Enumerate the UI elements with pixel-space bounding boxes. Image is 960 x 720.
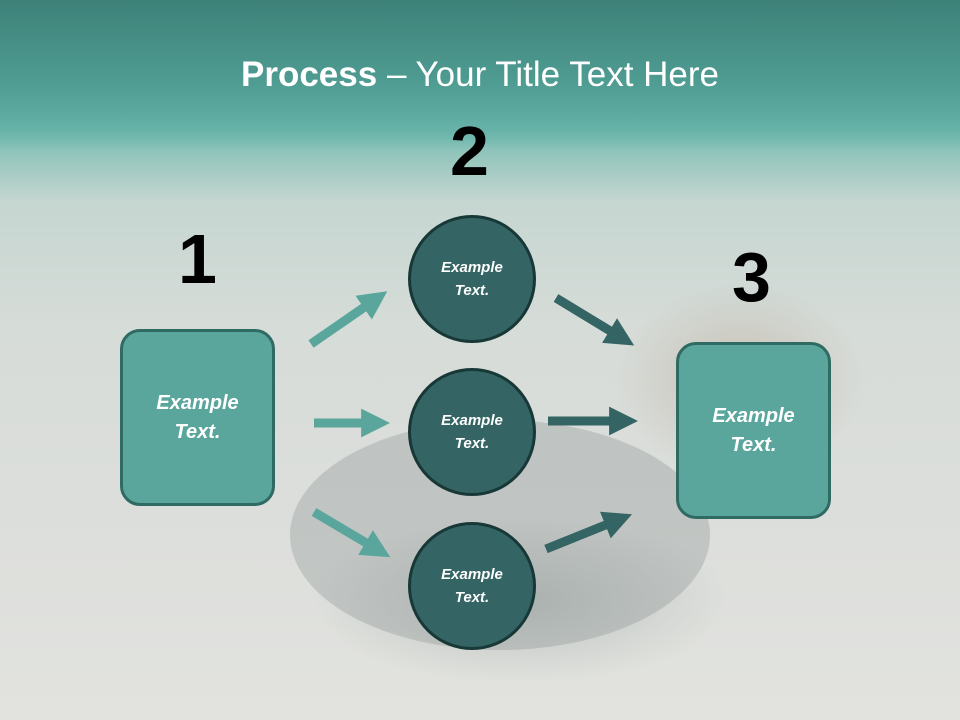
step3-box[interactable]: Example Text. [676, 342, 831, 519]
circle-middle-text: Example Text. [441, 412, 503, 452]
step2-circle-middle[interactable]: Example Text. [408, 368, 536, 496]
step2-circle-bottom[interactable]: Example Text. [408, 522, 536, 650]
title-rest: – Your Title Text Here [377, 55, 719, 94]
step-number-2: 2 [450, 112, 489, 190]
slide-title: Process – Your Title Text Here [0, 55, 960, 95]
background-sea [0, 0, 960, 150]
arrow-from-circle-top-icon [553, 294, 635, 346]
circle-bottom-text: Example Text. [441, 566, 503, 606]
arrow-to-circle-bottom-icon [311, 508, 391, 558]
step2-circle-top[interactable]: Example Text. [408, 215, 536, 343]
step-number-1: 1 [178, 220, 217, 298]
step3-box-text: Example Text. [712, 404, 795, 456]
title-bold: Process [241, 55, 378, 94]
arrow-from-circle-bottom-icon [544, 511, 633, 554]
arrow-to-circle-top-icon [308, 291, 388, 348]
step-number-3: 3 [732, 238, 771, 316]
step1-box[interactable]: Example Text. [120, 329, 275, 506]
circle-top-text: Example Text. [441, 259, 503, 299]
step1-box-text: Example Text. [156, 391, 239, 443]
